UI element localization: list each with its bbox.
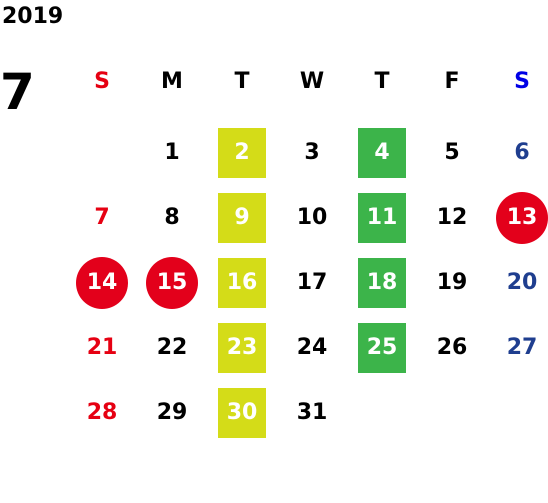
calendar-day-cell[interactable]: 12 <box>417 185 487 250</box>
calendar-day-cell[interactable]: 10 <box>277 185 347 250</box>
calendar-day-cell[interactable]: 16 <box>207 250 277 315</box>
highlighted-day-marker: 16 <box>218 257 266 308</box>
calendar-day-cell[interactable]: 5 <box>417 120 487 185</box>
weekday-label: M <box>161 69 183 94</box>
day-number: 20 <box>506 269 538 295</box>
day-number: 19 <box>436 269 468 295</box>
calendar-day-cell[interactable]: 6 <box>487 120 548 185</box>
year-label: 2019 <box>2 4 64 29</box>
calendar-day-cell[interactable]: 20 <box>487 250 548 315</box>
day-number: 1 <box>164 139 180 165</box>
highlighted-day-marker: 2 <box>218 127 266 178</box>
weekday-label: S <box>94 69 110 94</box>
calendar-day-cell[interactable]: 7 <box>67 185 137 250</box>
calendar-day-cell[interactable]: 8 <box>137 185 207 250</box>
calendar-day-cell[interactable]: 30 <box>207 380 277 445</box>
day-number: 28 <box>86 399 118 425</box>
highlighted-day-marker: 4 <box>358 127 406 178</box>
highlighted-day-marker: 11 <box>358 192 406 243</box>
highlighted-day-marker: 30 <box>218 387 266 438</box>
day-number: 5 <box>444 139 460 165</box>
highlighted-day-marker: 9 <box>218 192 266 243</box>
calendar-day-cell[interactable]: 11 <box>347 185 417 250</box>
calendar-day-cell[interactable]: 14 <box>67 250 137 315</box>
day-number: 27 <box>506 334 538 360</box>
calendar-day-cell[interactable]: 27 <box>487 315 548 380</box>
day-number: 17 <box>296 269 328 295</box>
day-number: 29 <box>156 399 188 425</box>
day-number: 26 <box>436 334 468 360</box>
calendar-day-cell[interactable]: 13 <box>487 185 548 250</box>
weekday-label: W <box>299 69 325 94</box>
calendar-day-cell[interactable]: 31 <box>277 380 347 445</box>
calendar-day-cell[interactable]: 29 <box>137 380 207 445</box>
month-number: 7 <box>0 63 35 121</box>
day-number: 22 <box>156 334 188 360</box>
calendar-day-cell[interactable]: 17 <box>277 250 347 315</box>
highlighted-day-marker: 25 <box>358 322 406 373</box>
day-number: 12 <box>436 204 468 230</box>
calendar-day-cell[interactable]: 4 <box>347 120 417 185</box>
highlighted-day-marker: 23 <box>218 322 266 373</box>
calendar-day-cell[interactable]: 21 <box>67 315 137 380</box>
calendar-day-cell[interactable]: 23 <box>207 315 277 380</box>
calendar-day-cell[interactable]: 19 <box>417 250 487 315</box>
calendar-day-cell[interactable]: 24 <box>277 315 347 380</box>
calendar-day-cell[interactable]: 15 <box>137 250 207 315</box>
day-number: 7 <box>94 204 110 230</box>
calendar-day-cell[interactable]: 2 <box>207 120 277 185</box>
weekday-label: T <box>234 69 250 94</box>
calendar-day-cell[interactable]: 28 <box>67 380 137 445</box>
calendar-day-cell[interactable]: 9 <box>207 185 277 250</box>
day-number: 21 <box>86 334 118 360</box>
day-number: 31 <box>296 399 328 425</box>
weekday-label: T <box>374 69 390 94</box>
calendar-day-cell[interactable]: 26 <box>417 315 487 380</box>
day-number: 3 <box>304 139 320 165</box>
day-number: 24 <box>296 334 328 360</box>
weekday-label: S <box>514 69 530 94</box>
holiday-day-marker: 15 <box>146 256 198 309</box>
day-number: 10 <box>296 204 328 230</box>
calendar-day-cell[interactable]: 18 <box>347 250 417 315</box>
calendar-day-cell[interactable]: 1 <box>137 120 207 185</box>
weekday-label: F <box>444 69 460 94</box>
highlighted-day-marker: 18 <box>358 257 406 308</box>
holiday-day-marker: 14 <box>76 256 128 309</box>
calendar-day-cell[interactable]: 25 <box>347 315 417 380</box>
day-number: 8 <box>164 204 180 230</box>
day-number: 6 <box>514 139 530 165</box>
calendar-day-cell[interactable]: 22 <box>137 315 207 380</box>
calendar-day-cell[interactable]: 3 <box>277 120 347 185</box>
holiday-day-marker: 13 <box>496 191 548 244</box>
